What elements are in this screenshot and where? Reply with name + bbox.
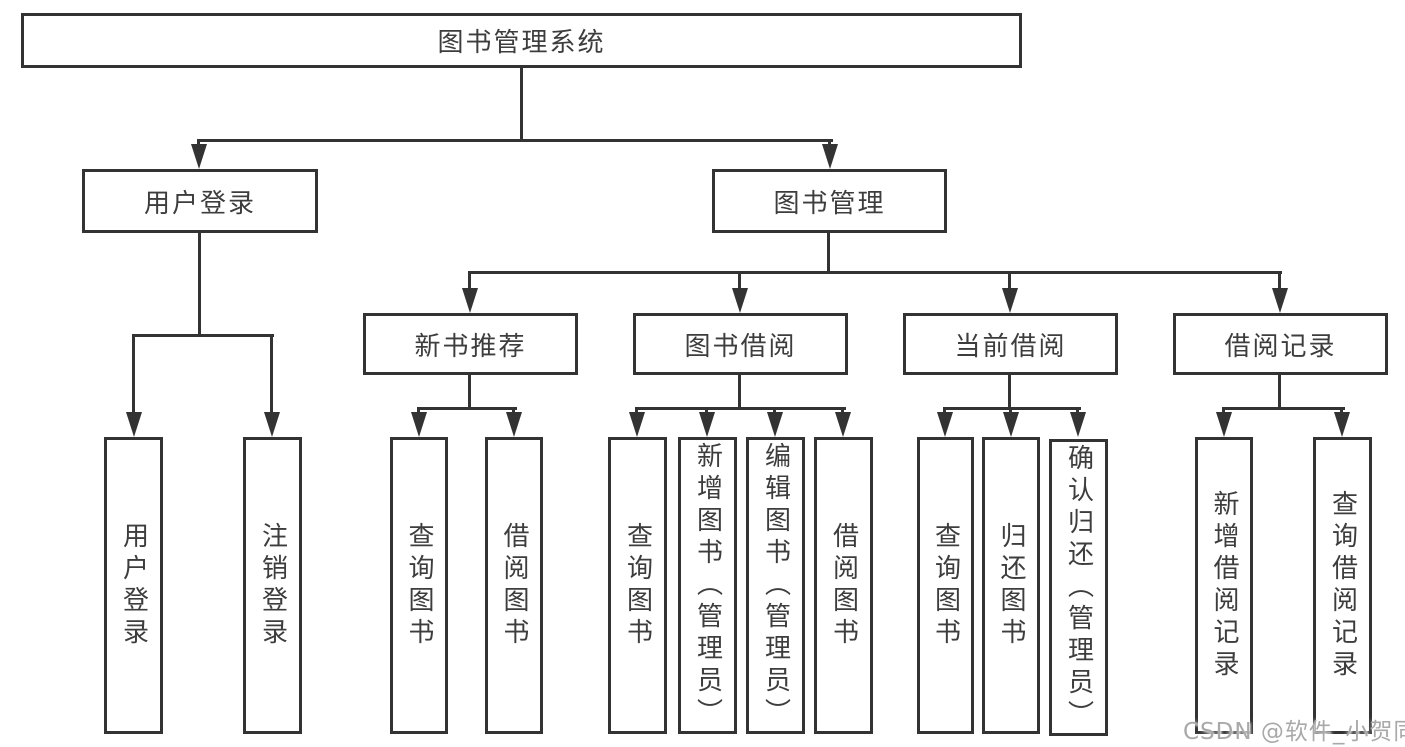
node-borrowing-records: 借阅记录	[1173, 313, 1388, 375]
connector-line	[1222, 407, 1345, 410]
arrow-down-icon	[822, 144, 838, 169]
connector-line	[635, 408, 638, 415]
node-label: 图书管理	[773, 188, 886, 219]
node-label: 当前借阅	[954, 331, 1067, 362]
node-borrow-books-recommend: 借阅图书	[485, 437, 543, 734]
connector-line	[417, 407, 517, 410]
node-book-borrowing: 图书借阅	[633, 313, 848, 375]
arrow-down-icon	[1002, 288, 1018, 313]
connector-line	[132, 335, 135, 415]
arrow-down-icon	[1003, 412, 1019, 437]
node-label: 查询图书	[930, 521, 961, 650]
arrow-down-icon	[629, 412, 645, 437]
connector-line	[705, 408, 708, 415]
node-query-borrow-record: 查询借阅记录	[1313, 437, 1372, 734]
arrow-down-icon	[1070, 412, 1086, 437]
connector-line	[1009, 408, 1012, 415]
node-logout-action: 注销登录	[243, 437, 302, 734]
node-label: 借阅图书	[828, 521, 859, 650]
connector-line	[943, 407, 1081, 410]
connector-line	[738, 272, 741, 292]
node-current-borrowing: 当前借阅	[903, 313, 1118, 375]
node-add-book-admin: 新增图书（管理员）	[678, 437, 737, 734]
connector-line	[773, 408, 776, 415]
node-label: 新增图书（管理员）	[692, 441, 723, 730]
node-label: 新增借阅记录	[1209, 489, 1239, 682]
connector-line	[468, 375, 471, 409]
node-borrow-books-action: 借阅图书	[814, 437, 873, 734]
node-new-book-recommend: 新书推荐	[363, 313, 578, 375]
node-query-books-borrowing: 查询图书	[608, 437, 667, 734]
node-label: 新书推荐	[414, 331, 527, 362]
connector-line	[943, 408, 946, 415]
node-label: 编辑图书（管理员）	[760, 441, 791, 730]
connector-line	[520, 68, 523, 141]
connector-line	[197, 139, 833, 142]
connector-line	[827, 233, 830, 274]
node-label: 借阅图书	[499, 521, 529, 650]
connector-line	[1008, 272, 1011, 292]
connector-line	[198, 233, 201, 336]
node-user-login: 用户登录	[82, 169, 318, 233]
arrow-down-icon	[699, 412, 715, 437]
connector-line	[1008, 375, 1011, 409]
connector-line	[1076, 408, 1079, 415]
arrow-down-icon	[937, 412, 953, 437]
connector-line	[635, 407, 846, 410]
arrow-down-icon	[411, 412, 427, 437]
arrow-down-icon	[835, 412, 851, 437]
connector-line	[512, 408, 515, 415]
arrow-down-icon	[732, 288, 748, 313]
node-edit-book-admin: 编辑图书（管理员）	[746, 437, 805, 734]
node-label: 查询图书	[622, 521, 653, 650]
connector-line	[1222, 408, 1225, 415]
node-query-books-recommend: 查询图书	[390, 437, 448, 734]
arrow-down-icon	[1216, 412, 1232, 437]
arrow-down-icon	[462, 288, 478, 313]
node-user-login-action: 用户登录	[104, 437, 163, 734]
node-label: 确认归还（管理员）	[1063, 443, 1094, 732]
arrow-down-icon	[191, 144, 207, 169]
connector-line	[132, 334, 274, 337]
arrow-down-icon	[1272, 288, 1288, 313]
node-label: 用户登录	[118, 521, 149, 650]
arrow-down-icon	[1334, 412, 1350, 437]
node-add-borrow-record: 新增借阅记录	[1195, 437, 1253, 734]
connector-line	[468, 272, 471, 292]
node-label: 用户登录	[143, 188, 256, 219]
connector-line	[417, 408, 420, 415]
connector-line	[738, 375, 741, 409]
connector-line	[841, 408, 844, 415]
node-label: 借阅记录	[1224, 331, 1337, 362]
connector-line	[1278, 272, 1281, 292]
node-book-management: 图书管理	[712, 169, 947, 233]
arrow-down-icon	[126, 412, 142, 437]
node-label: 查询图书	[404, 521, 434, 650]
node-confirm-return-admin: 确认归还（管理员）	[1049, 439, 1108, 736]
arrow-down-icon	[767, 412, 783, 437]
node-query-books-current: 查询图书	[917, 437, 974, 734]
node-label: 查询借阅记录	[1327, 489, 1358, 682]
node-library-management-system: 图书管理系统	[21, 13, 1022, 68]
csdn-watermark: CSDN @软件_小贺同学	[1183, 719, 1405, 745]
arrow-down-icon	[264, 412, 280, 437]
node-return-books: 归还图书	[982, 437, 1040, 734]
node-label: 图书管理系统	[437, 28, 606, 58]
node-label: 注销登录	[257, 521, 288, 650]
connector-line	[1340, 408, 1343, 415]
connector-line	[270, 335, 273, 415]
node-label: 图书借阅	[684, 331, 797, 362]
arrow-down-icon	[506, 412, 522, 437]
node-label: 归还图书	[996, 521, 1026, 650]
connector-line	[468, 271, 1282, 274]
connector-line	[1278, 375, 1281, 409]
